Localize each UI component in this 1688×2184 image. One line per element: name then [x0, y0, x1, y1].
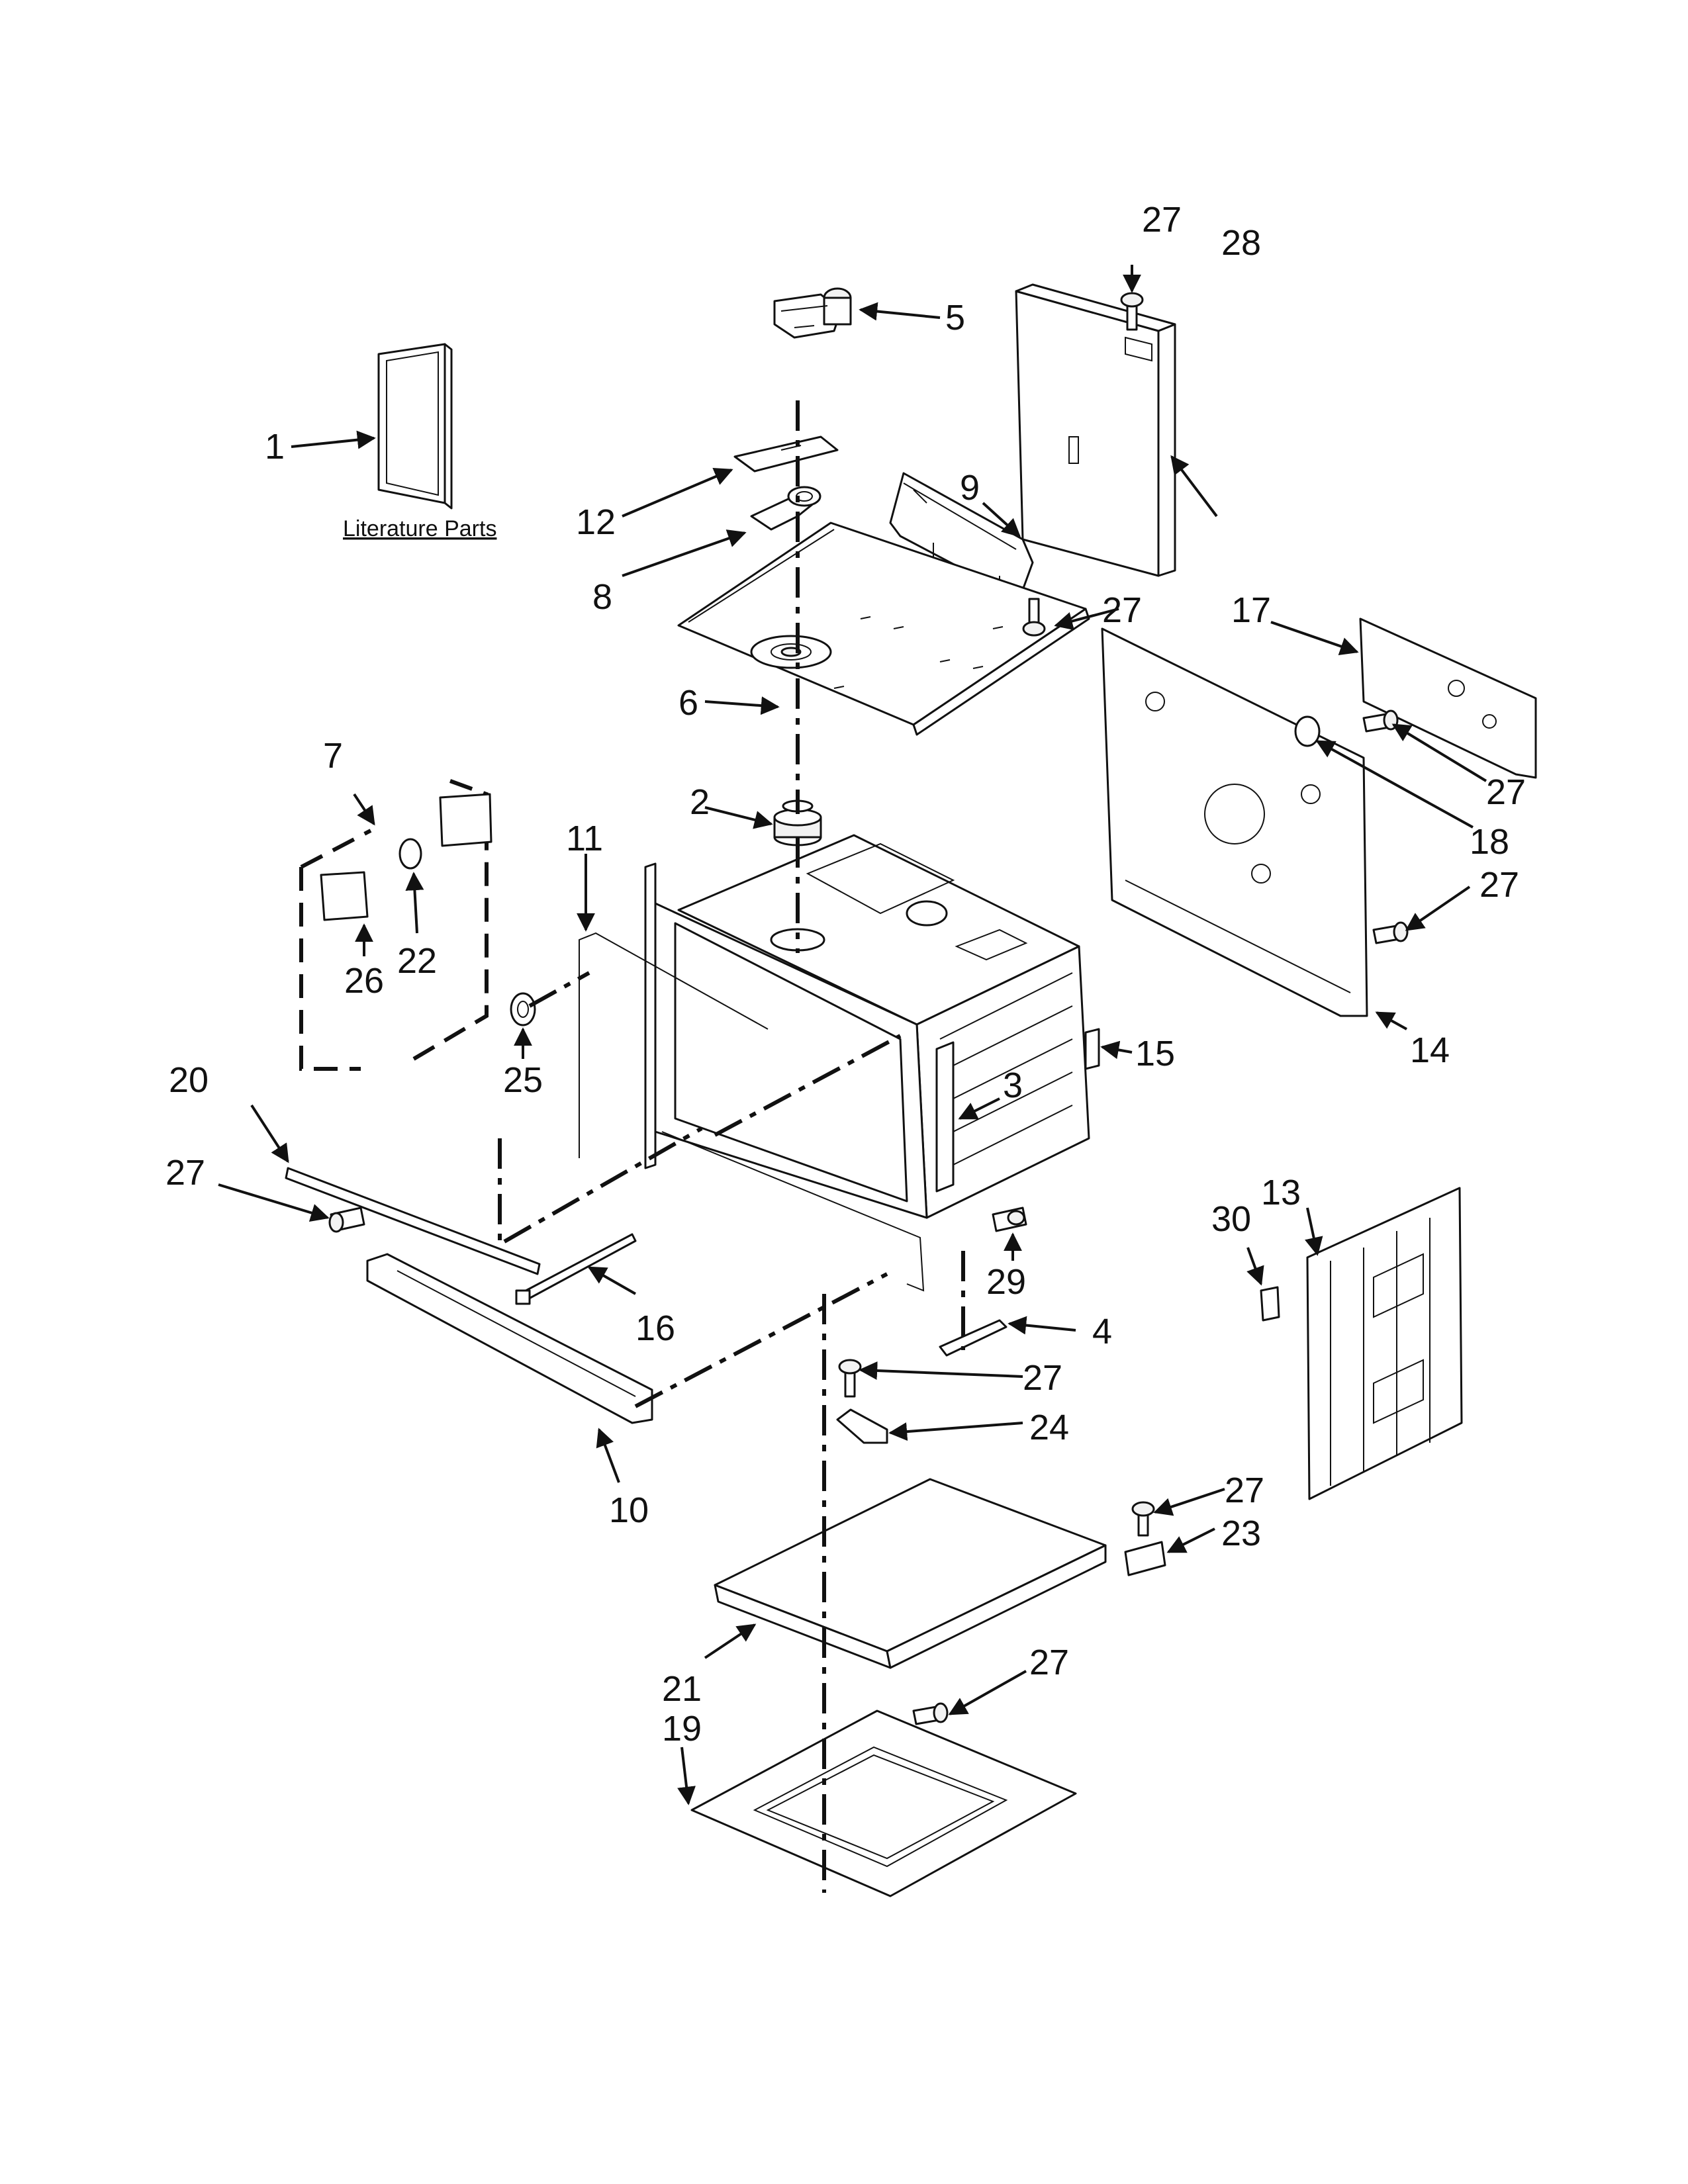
bracket-4	[939, 1319, 1008, 1357]
callout-27-lower-right: 27	[1225, 1471, 1264, 1510]
top-rear-bracket-17	[1359, 617, 1537, 779]
leader-lines	[218, 265, 1487, 1805]
callout-2: 2	[690, 782, 710, 822]
alignment-lines	[498, 400, 965, 1893]
screw-27-middle	[838, 1359, 862, 1398]
clip-30	[1260, 1286, 1280, 1322]
screw-27-rear-1	[1362, 709, 1399, 733]
rear-panel-14	[1101, 627, 1368, 1017]
grommet-18	[1294, 715, 1321, 747]
callout-27-left: 27	[165, 1153, 205, 1193]
callout-17: 17	[1231, 590, 1271, 630]
callout-21: 21	[662, 1669, 702, 1709]
oven-cavity	[644, 834, 1090, 1292]
callout-27-bottom: 27	[1029, 1643, 1069, 1682]
callout-22: 22	[397, 941, 437, 981]
callout-27-top: 27	[1142, 200, 1182, 240]
bracket-24	[836, 1408, 888, 1444]
screw-27-rear-2	[1372, 921, 1409, 944]
callout-4: 4	[1092, 1312, 1112, 1351]
bottom-panel-21	[714, 1478, 1107, 1669]
literature-parts-label: Literature Parts	[343, 516, 496, 541]
wire-11	[579, 932, 769, 1158]
callout-27-rear-2: 27	[1479, 865, 1519, 905]
light-kit-7	[299, 779, 492, 1071]
gas-valve	[773, 287, 852, 339]
callout-27-rear-1: 27	[1486, 772, 1526, 812]
callout-27-cover: 27	[1102, 590, 1142, 630]
callout-8: 8	[592, 577, 612, 617]
callout-24: 24	[1029, 1408, 1069, 1447]
screw-27-bottom	[912, 1702, 949, 1725]
screw-27-cover	[1022, 598, 1046, 637]
callout-13: 13	[1261, 1173, 1301, 1212]
screw-27-left	[328, 1206, 365, 1233]
callout-10: 10	[609, 1490, 649, 1530]
callout-5: 5	[945, 298, 965, 338]
callout-numbers: 1 2 3 4 5 6 7 8 9 10 11 12 13 14 15 16 1…	[165, 200, 1526, 1749]
callout-28: 28	[1221, 223, 1261, 263]
top-panel	[677, 522, 1090, 736]
burner-bracket-8	[750, 486, 821, 531]
screw-29	[992, 1206, 1027, 1232]
rear-cover-panel	[1015, 283, 1176, 577]
screw-27-top	[1120, 292, 1144, 331]
callout-27-middle: 27	[1023, 1358, 1062, 1398]
literature-booklet	[377, 343, 453, 510]
callout-29: 29	[986, 1262, 1026, 1302]
callout-23: 23	[1221, 1514, 1261, 1553]
callout-3: 3	[1003, 1066, 1023, 1105]
callout-1: 1	[265, 427, 285, 467]
callout-26: 26	[344, 961, 384, 1001]
callout-15: 15	[1135, 1034, 1175, 1073]
callout-7: 7	[323, 736, 343, 776]
side-bracket-15	[1084, 1028, 1100, 1070]
callout-18: 18	[1470, 822, 1509, 862]
callout-12: 12	[576, 502, 616, 542]
front-rail-10	[366, 1253, 653, 1424]
callout-25: 25	[503, 1060, 543, 1100]
callout-20: 20	[169, 1060, 209, 1100]
callout-6: 6	[679, 683, 698, 723]
bracket-12	[733, 435, 839, 473]
bottom-tray-19	[690, 1709, 1077, 1897]
callout-30: 30	[1211, 1199, 1251, 1239]
callout-11: 11	[566, 819, 603, 858]
callout-9: 9	[960, 468, 980, 508]
callout-19: 19	[662, 1709, 702, 1749]
light-socket-25	[510, 992, 536, 1026]
callout-16: 16	[635, 1308, 675, 1348]
sensor-16	[515, 1233, 637, 1305]
side-panel-13	[1306, 1187, 1463, 1500]
bracket-23	[1124, 1541, 1166, 1576]
side-rail-20	[285, 1167, 541, 1275]
callout-14: 14	[1410, 1030, 1450, 1070]
screw-27-lower-right	[1131, 1501, 1155, 1537]
